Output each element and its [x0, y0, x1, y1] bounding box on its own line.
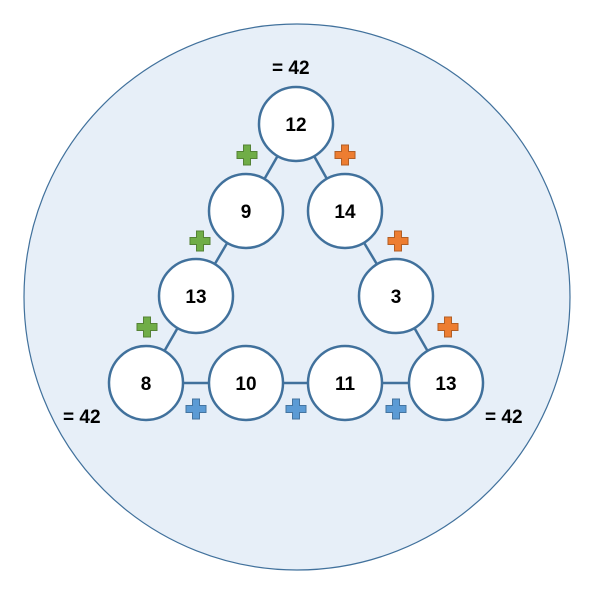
node-value: 8	[141, 374, 152, 395]
number-node-bottom-2: 11	[306, 344, 384, 422]
number-node-right-1: 14	[306, 172, 384, 250]
sum-label-top: = 42	[272, 58, 310, 79]
node-value: 13	[185, 287, 206, 308]
node-circle	[407, 344, 485, 422]
plus-icon-left-side-3	[136, 316, 158, 338]
plus-icon-left-side-2	[189, 230, 211, 252]
plus-icon-left-side-1	[236, 144, 258, 166]
node-value: 10	[235, 374, 256, 395]
number-node-left-2: 13	[157, 257, 235, 335]
plus-icon-right-side-2	[387, 230, 409, 252]
number-node-top: 12	[257, 85, 335, 163]
sum-label-left: = 42	[63, 407, 101, 428]
node-circle	[257, 85, 335, 163]
number-node-bottom-left: 8	[107, 344, 185, 422]
number-node-left-1: 9	[207, 172, 285, 250]
number-node-right-2: 3	[357, 257, 435, 335]
node-circle	[207, 172, 285, 250]
node-value: 3	[391, 287, 402, 308]
node-value: 9	[241, 202, 252, 223]
background-circle	[23, 23, 571, 571]
node-value: 13	[435, 374, 456, 395]
sum-label-right: = 42	[485, 407, 523, 428]
plus-icon-bottom-side-3	[385, 398, 407, 420]
node-circle	[357, 257, 435, 335]
node-value: 14	[334, 202, 356, 223]
node-circle	[306, 172, 384, 250]
node-value: 12	[285, 115, 306, 136]
plus-icon-right-side-3	[437, 316, 459, 338]
number-nodes: 12 9 13 8 10 11 13 3 14	[107, 85, 485, 422]
node-value: 11	[335, 374, 356, 395]
node-circle	[107, 344, 185, 422]
plus-icon-right-side-1	[334, 144, 356, 166]
plus-icon-bottom-side-1	[185, 398, 207, 420]
number-node-bottom-1: 10	[207, 344, 285, 422]
node-circle	[207, 344, 285, 422]
plus-icon-bottom-side-2	[285, 398, 307, 420]
node-circle	[157, 257, 235, 335]
number-node-bottom-right: 13	[407, 344, 485, 422]
node-circle	[306, 344, 384, 422]
plus-signs	[136, 144, 459, 420]
